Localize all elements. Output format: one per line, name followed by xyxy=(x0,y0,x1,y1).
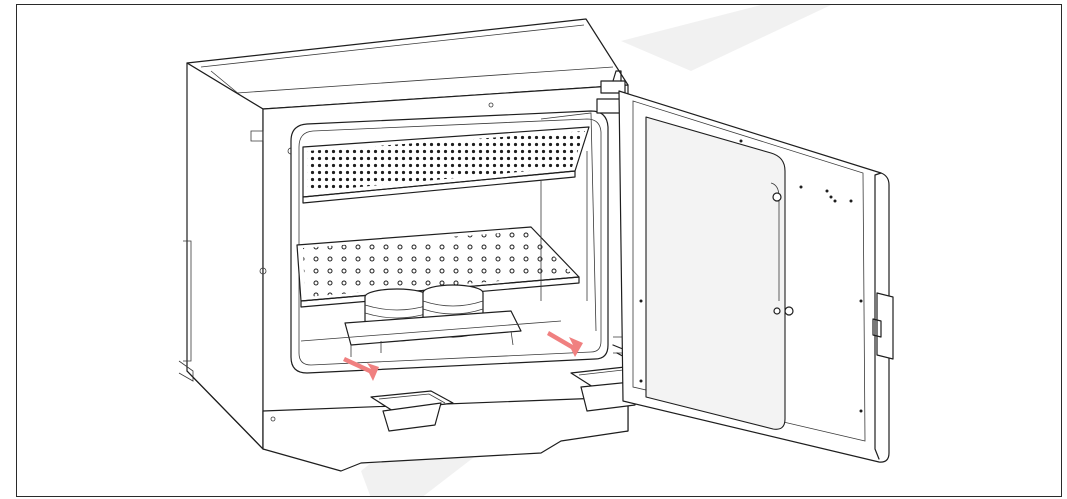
petri-dish-stacks xyxy=(300,284,562,357)
arrows xyxy=(343,331,583,381)
water-tray-left xyxy=(370,390,454,432)
incubator-diagram xyxy=(178,5,894,496)
upper-shelf xyxy=(302,126,590,204)
lower-shelf xyxy=(296,151,588,308)
door xyxy=(618,90,894,463)
arrow-right xyxy=(547,331,583,357)
figure-frame xyxy=(16,4,1062,497)
arrow-left xyxy=(343,357,379,381)
